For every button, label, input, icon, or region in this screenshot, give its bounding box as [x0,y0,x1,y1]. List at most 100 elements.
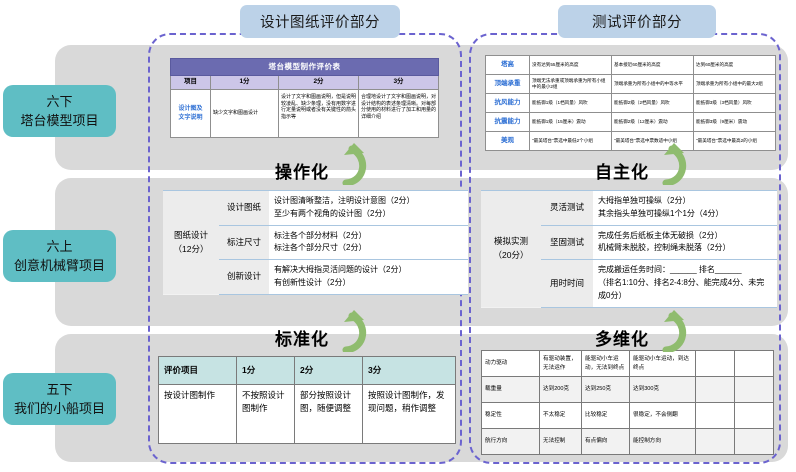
col-header-3pt: 3分 [362,356,456,385]
table-row: 抗风能力 能抵御1级（1档风量）风吹 能抵御2级（2档风量）风吹 能抵御3级（3… [485,93,776,113]
table-row: 动力驱动 有驱动装置，无法运作 能驱动小车运动，无法到终点 能驱动小车运动，到达… [481,350,774,377]
cell-blank-1 [695,350,735,377]
cell-blank-2 [734,402,774,429]
table-row: 创新设计 有解决大拇指灵活问题的设计（2分） 有创新性设计（2分） [163,259,468,295]
row-label-build-by-drawing: 按设计图制作 [158,384,237,444]
row-label-height: 塔高 [485,55,530,75]
cell-3pt: 达到300克 [629,376,696,403]
cell-3pt: 能抵御3级（3档风量）风吹 [693,93,776,113]
table-row: 美观 "最美塔台"票选中最低2个小组 "最美塔台"票选中票数适中小组 "最美塔台… [485,131,776,151]
col-header-1pt: 1分 [236,356,295,385]
row-label-sail-direction: 航行方向 [481,428,540,455]
cell-blank-2 [734,350,774,377]
cell-1pt: 能抵御1级（15厘米）震动 [529,112,612,132]
project-grade: 五下 [46,381,73,397]
row-label-stability: 稳定性 [481,402,540,429]
col-header-item: 评价项目 [158,356,237,385]
curved-up-arrow-icon [342,143,366,185]
project-name: 塔台模型项目 [20,113,99,128]
cell-3pt: 按照设计图制作，发现问题，稍作调整 [362,384,456,444]
table-row: 塔高 没有达到55厘米的高度 基本接近60厘米的高度 达到60厘米的高度 [485,55,776,75]
project-name: 创意机械臂项目 [13,258,105,273]
cell-blank-1 [695,428,735,455]
row-label-load-weight: 载重量 [481,376,540,403]
cell-1pt: 没有达到55厘米的高度 [529,55,612,75]
cell-1pt: 顶端无法承重或顶端承重为所有小组中的最小2组 [529,74,612,94]
process-label-standardized: 标准化 [275,330,329,349]
sub-label-flex-test: 灵活测试 [541,190,593,226]
row-label-wind: 抗风能力 [485,93,530,113]
cell-2pt: 能抵御2级（2档风量）风吹 [611,93,694,113]
cell-1pt: 不太稳定 [539,402,582,429]
cell-1pt: "最美塔台"票选中最低2个小组 [529,131,612,151]
col-header-3pt: 3分 [358,75,439,90]
cell-2pt: 比较稳定 [581,402,630,429]
table-title-row: 塔台模型制作评价表 [170,57,439,77]
cell-1pt: 不按照设计图制作 [236,384,295,444]
cell-2pt: 有点偏向 [581,428,630,455]
table-row: 按设计图制作 不按照设计图制作 部分按照设计图，随便调整 按照设计图制作，发现问… [158,384,456,444]
desc-time-used: 完成搬运任务时间：______ 排名______ （排名1:10分、排名2-4:… [593,259,777,308]
cell-1pt: 缺少文字和图画设计 [210,88,279,139]
sub-label-time-used: 用时时间 [541,259,593,308]
boat-test-table: 动力驱动 有驱动装置，无法运作 能驱动小车运动，无法到终点 能驱动小车运动，到达… [481,350,774,455]
tower-design-table-title: 塔台模型制作评价表 [170,57,439,77]
table-row: 稳定性 不太稳定 比较稳定 很稳定，不会侧翻 [481,402,774,429]
curved-up-arrow-icon [662,310,686,352]
cell-2pt: 基本接近60厘米的高度 [611,55,694,75]
row-label-beauty: 美观 [485,131,530,151]
section-header-design: 设计图纸评价部分 [240,5,400,38]
cell-2pt: 达到250克 [581,376,630,403]
cell-blank-1 [695,376,735,403]
desc-innovation: 有解决大拇指灵活问题的设计（2分） 有创新性设计（2分） [269,259,468,295]
cell-blank-1 [695,402,735,429]
desc-dimensions: 标注各个部分材料（2分） 标注各个部分尺寸（2分） [269,224,468,260]
col-header-2pt: 2分 [278,75,359,90]
col-header-item: 项目 [170,75,211,90]
section-header-test: 测试评价部分 [558,5,716,38]
cell-blank-2 [734,428,774,455]
table-row: 抗震能力 能抵御1级（15厘米）震动 能抵御2级（12厘米）震动 能抵御3级（9… [485,112,776,132]
table-header-row: 评价项目 1分 2分 3分 [158,356,456,385]
cell-2pt: 能抵御2级（12厘米）震动 [611,112,694,132]
section-header-test-label: 测试评价部分 [592,15,682,31]
desc-strength-test: 完成任务后纸板主体无破损（2分） 机械臂未脱胶，控制绳未脱落（2分） [593,224,777,260]
table-row: 载重量 达到200克 达到250克 达到300克 [481,376,774,403]
cell-3pt: 能驱动小车运动，到达终点 [629,350,696,377]
table-row: 坚固测试 完成任务后纸板主体无破损（2分） 机械臂未脱胶，控制绳未脱落（2分） [481,224,777,260]
row-label-top-load: 顶端承重 [485,74,530,94]
section-header-design-label: 设计图纸评价部分 [260,15,380,31]
group-label-simulation-test: 模拟实测 （20分） [481,190,541,308]
sub-label-innovation: 创新设计 [219,259,269,295]
cell-1pt: 有驱动装置，无法运作 [539,350,582,377]
project-name: 我们的小船项目 [13,401,105,416]
sub-label-strength-test: 坚固测试 [541,224,593,260]
cell-2pt: 部分按照设计图，随便调整 [294,384,363,444]
cell-2pt: 顶端承重为所有小组中的中等水平 [611,74,694,94]
cell-2pt: 能驱动小车运动，无法到终点 [581,350,630,377]
project-label-arm: 六上 创意机械臂项目 [3,230,116,282]
cell-2pt: 设计了文字和图画说明，但是说明较凌乱、缺少条理，没有用数字进行定量说明或者没有关… [278,88,359,139]
project-label-boat: 五下 我们的小船项目 [3,373,116,425]
desc-flex-test: 大拇指单独可操纵（2分） 其余指头单独可操纵1个1分（4分） [593,190,777,226]
sub-label-dimensions: 标注尺寸 [219,224,269,260]
table-row: 模拟实测 （20分） 灵活测试 大拇指单独可操纵（2分） 其余指头单独可操纵1个… [481,190,777,308]
cell-blank-2 [734,376,774,403]
table-row: 用时时间 完成搬运任务时间：______ 排名______ （排名1:10分、排… [481,259,777,308]
cell-3pt: 很稳定，不会侧翻 [629,402,696,429]
sub-label-design-drawing: 设计图纸 [219,190,269,226]
project-label-tower: 六下 塔台模型项目 [3,85,116,137]
table-header-row: 项目 1分 2分 3分 [170,75,439,90]
arm-design-table: 图纸设计 （12分） 设计图纸 设计图清晰整洁，注明设计意图（2分） 至少有两个… [163,190,468,295]
curved-up-arrow-icon [342,310,366,352]
cell-3pt: 合理地设计了文字和图画说明，对设计结构的表述条理清晰。对每部分使用的材料进行了加… [358,88,439,139]
row-label-quake: 抗震能力 [485,112,530,132]
table-row: 标注尺寸 标注各个部分材料（2分） 标注各个部分尺寸（2分） [163,224,468,260]
curved-up-arrow-icon [662,143,686,185]
boat-design-table: 评价项目 1分 2分 3分 按设计图制作 不按照设计图制作 部分按照设计图，随便… [158,356,456,444]
cell-1pt: 能抵御1级（1档风量）风吹 [529,93,612,113]
arm-test-table: 模拟实测 （20分） 灵活测试 大拇指单独可操纵（2分） 其余指头单独可操纵1个… [481,190,777,308]
process-label-autonomous: 自主化 [595,163,649,182]
process-label-multidimensional: 多维化 [595,330,649,349]
